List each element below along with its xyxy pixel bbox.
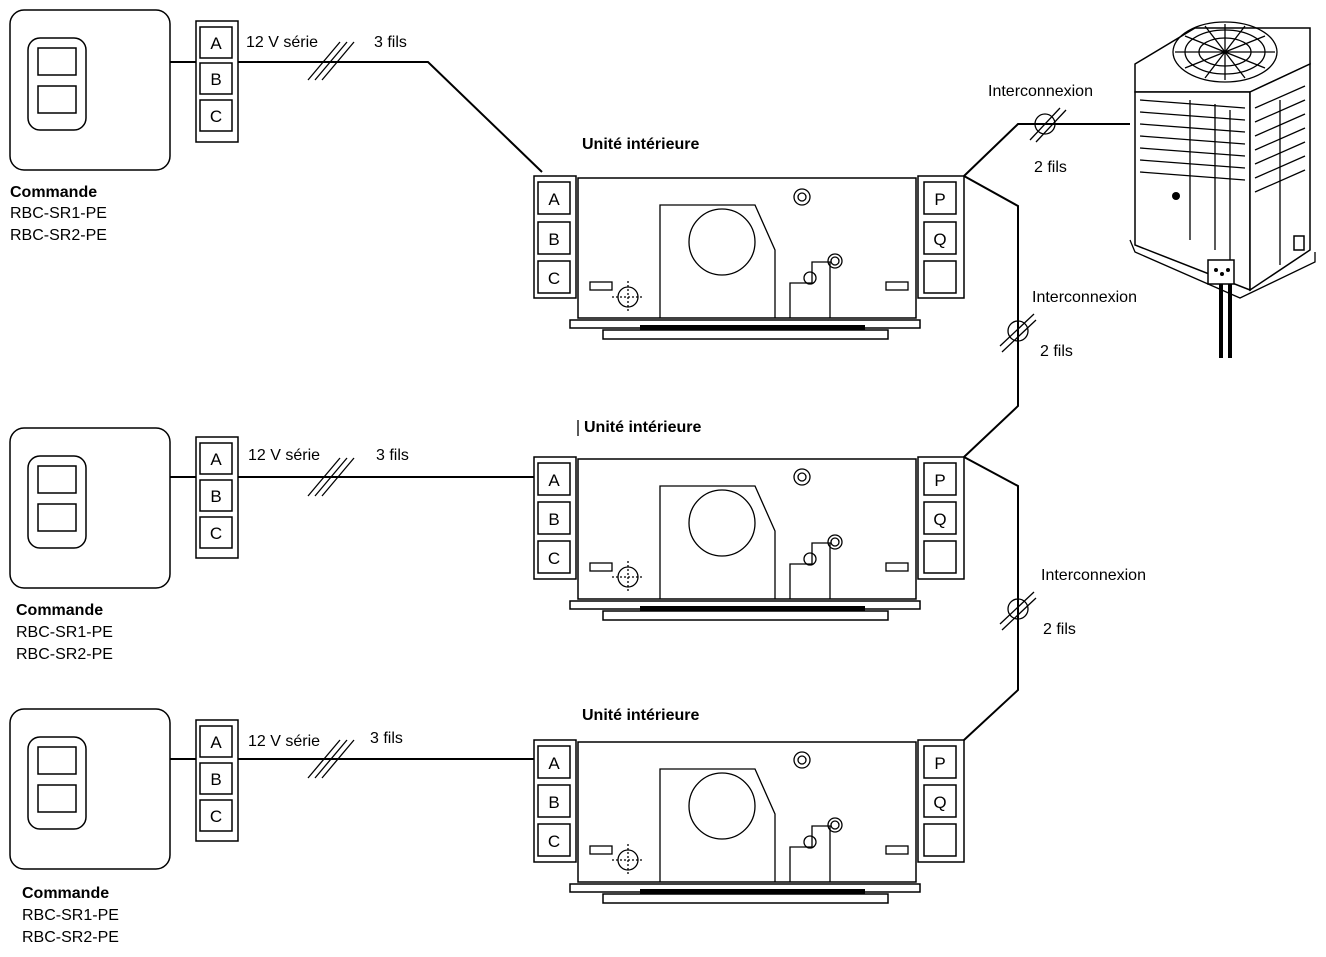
controller-model: RBC-SR2-PE	[22, 929, 119, 946]
wire-count-label: 3 fils	[370, 730, 403, 747]
wire-break-symbol	[1029, 107, 1067, 143]
terminal-label: C	[548, 832, 560, 851]
wire-hatch	[307, 739, 355, 779]
controller-2: A B C Commande RBC-SR1-PE RBC-SR2-PE 12 …	[9, 427, 534, 663]
terminal-label: P	[934, 190, 945, 209]
fan-housing	[659, 485, 776, 599]
terminal-label: A	[210, 733, 222, 752]
terminal-label: B	[548, 230, 559, 249]
controller-1: A B C Commande RBC-SR1-PE RBC-SR2-PE 12 …	[9, 9, 543, 244]
wire-count-label: 3 fils	[374, 34, 407, 51]
terminal-label: C	[548, 549, 560, 568]
outdoor-unit-icon	[1129, 21, 1316, 358]
controller-button	[37, 784, 77, 813]
indoor-unit-title: Unité intérieure	[582, 136, 699, 153]
wire-break-symbol	[999, 313, 1037, 353]
interconnection-wires: 2 fils	[1040, 343, 1073, 360]
fan-housing	[659, 204, 776, 318]
voltage-label: 12 V série	[248, 733, 320, 750]
interconnection-label: Interconnexion	[1041, 567, 1146, 584]
terminal-label: C	[210, 107, 222, 126]
terminal-label: C	[210, 807, 222, 826]
indoor-unit-title: Unité intérieure	[584, 419, 701, 436]
terminal-label: P	[934, 471, 945, 490]
controller-model: RBC-SR2-PE	[10, 227, 107, 244]
controller-model: RBC-SR2-PE	[16, 646, 113, 663]
controller-title: Commande	[16, 602, 103, 619]
controller-model: RBC-SR1-PE	[16, 624, 113, 641]
terminal-label: A	[210, 34, 222, 53]
terminal-label: B	[210, 487, 221, 506]
controller-button	[37, 503, 77, 532]
terminal-label: A	[548, 471, 560, 490]
indoor-unit-1: Unité intérieure A B C P Q	[533, 136, 965, 340]
terminal-label: C	[210, 524, 222, 543]
controller-model: RBC-SR1-PE	[10, 205, 107, 222]
wire-break-symbol	[999, 591, 1037, 631]
terminal-label: B	[210, 70, 221, 89]
controller-button	[37, 465, 77, 494]
fan-icon	[688, 208, 756, 276]
voltage-label: 12 V série	[246, 34, 318, 51]
interconnection-wiring: Interconnexion 2 fils Interconnexion 2 f…	[963, 83, 1146, 741]
controller-button	[37, 746, 77, 775]
interconnection-label: Interconnexion	[988, 83, 1093, 100]
interconnection-wires: 2 fils	[1034, 159, 1067, 176]
terminal-label: B	[548, 793, 559, 812]
terminal-label: B	[210, 770, 221, 789]
controller-model: RBC-SR1-PE	[22, 907, 119, 924]
controller-button	[37, 47, 77, 76]
terminal-label: Q	[933, 510, 946, 529]
wire-hatch	[307, 457, 355, 497]
fan-housing	[659, 768, 776, 882]
indoor-unit-title: Unité intérieure	[582, 707, 699, 724]
terminal-label: A	[548, 754, 560, 773]
controller-title: Commande	[22, 885, 109, 902]
terminal-label: B	[548, 510, 559, 529]
controller-title: Commande	[10, 184, 97, 201]
fan-icon	[688, 489, 756, 557]
terminal-label: A	[210, 450, 222, 469]
indoor-unit-3: Unité intérieure A B C P Q	[533, 707, 965, 904]
indoor-unit-body	[577, 458, 917, 600]
interconnection-label: Interconnexion	[1032, 289, 1137, 306]
controller-button	[37, 85, 77, 114]
terminal-label: C	[548, 269, 560, 288]
wire-count-label: 3 fils	[376, 447, 409, 464]
terminal-label: A	[548, 190, 560, 209]
indoor-unit-body	[577, 741, 917, 883]
interconnection-wires: 2 fils	[1043, 621, 1076, 638]
indoor-unit-2: Unité intérieure A B C P Q	[533, 419, 965, 621]
voltage-label: 12 V série	[248, 447, 320, 464]
fan-icon	[688, 772, 756, 840]
wire-hatch	[307, 41, 355, 81]
terminal-label: Q	[933, 230, 946, 249]
terminal-label: P	[934, 754, 945, 773]
controller-3: A B C Commande RBC-SR1-PE RBC-SR2-PE 12 …	[9, 708, 534, 946]
terminal-label: Q	[933, 793, 946, 812]
indoor-unit-body	[577, 177, 917, 319]
